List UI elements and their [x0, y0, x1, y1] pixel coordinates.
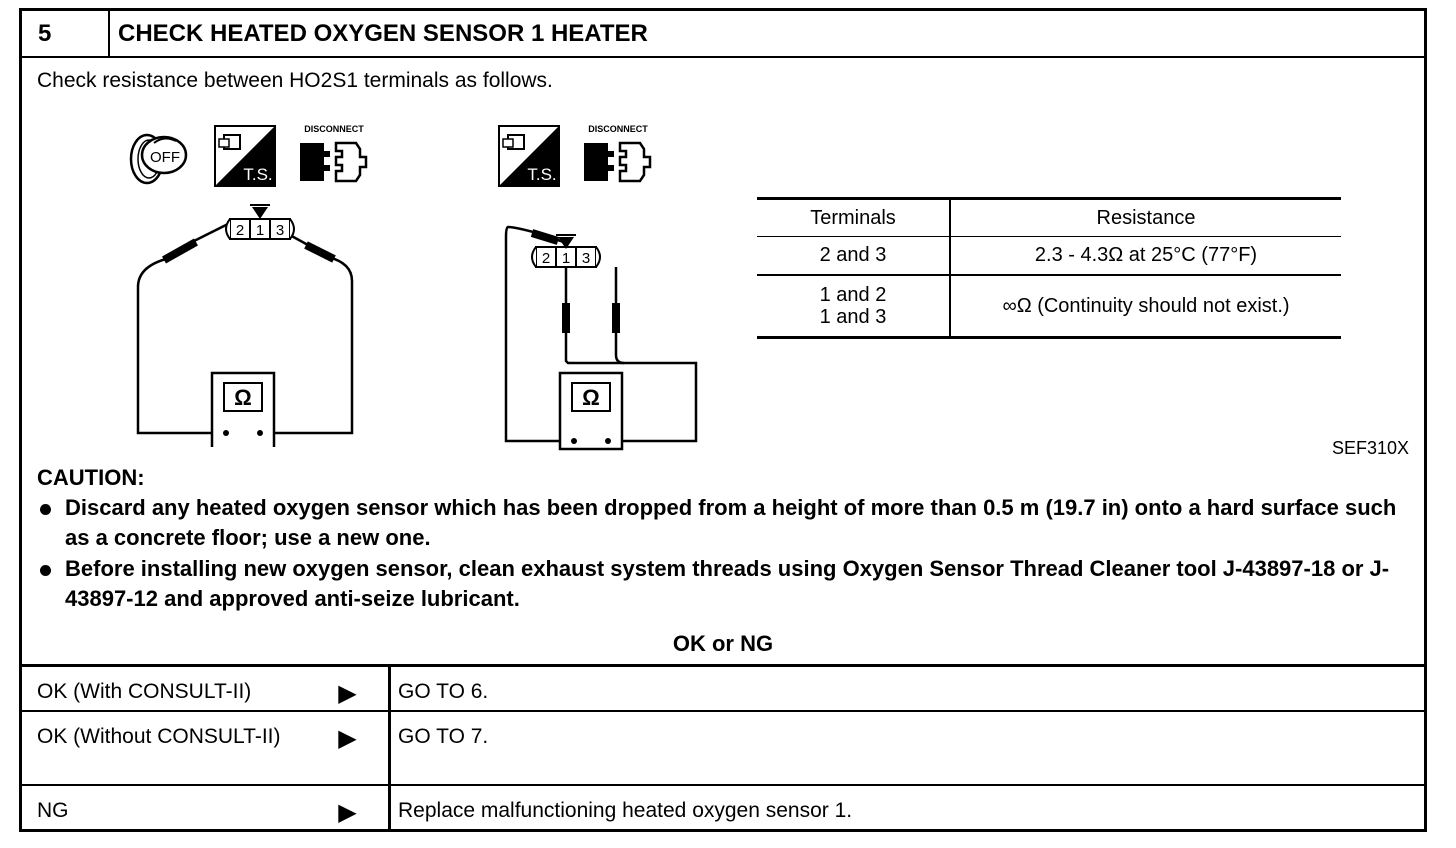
result-row: OK (Without CONSULT-II) ▶ GO TO 7.	[22, 712, 1424, 786]
ohm-symbol-2: Ω	[582, 385, 600, 410]
disconnect-connector-icon-2: DISCONNECT	[584, 124, 652, 183]
resistance-cell: 2.3 - 4.3Ω at 25°C (77°F)	[1034, 244, 1258, 266]
bullet-icon	[40, 504, 51, 515]
probe-top	[530, 229, 560, 245]
result-condition: NG	[37, 799, 69, 822]
caution-title: CAUTION:	[37, 465, 145, 490]
terminal-label: 1	[256, 222, 264, 239]
measurement-diagram-right: 2 1 3 Ω	[504, 225, 698, 451]
table-row: 2 and 3 2.3 - 4.3Ω at 25°C (77°F)	[757, 237, 1341, 276]
terminal-label: 2	[236, 222, 244, 239]
results-table: OK (With CONSULT-II) ▶ GO TO 6. OK (With…	[22, 664, 1424, 831]
ts-label: T.S.	[243, 165, 272, 184]
result-condition: OK (With CONSULT-II)	[37, 680, 252, 703]
ohm-symbol: Ω	[234, 385, 252, 410]
arrow-right-icon: ▶	[307, 786, 391, 831]
verdict-heading: OK or NG	[672, 631, 774, 656]
figure-code: SEF310X	[1331, 438, 1409, 458]
instruction-text: Check resistance between HO2S1 terminals…	[37, 69, 553, 92]
step-title: CHECK HEATED OXYGEN SENSOR 1 HEATER	[118, 20, 648, 47]
table-row: 1 and 2 1 and 3 ∞Ω (Continuity should no…	[757, 276, 1341, 339]
measurement-diagram-left: 2 1 3 Ω	[136, 204, 354, 447]
ignition-label: OFF	[150, 149, 180, 166]
caution-item: Discard any heated oxygen sensor which h…	[37, 493, 1407, 553]
procedure-frame: 5 CHECK HEATED OXYGEN SENSOR 1 HEATER Ch…	[19, 8, 1427, 832]
probe-right	[304, 241, 336, 263]
caution-item: Before installing new oxygen sensor, cle…	[37, 554, 1407, 614]
result-action: Replace malfunctioning heated oxygen sen…	[398, 799, 853, 822]
caution-list: Discard any heated oxygen sensor which h…	[37, 493, 1407, 615]
arrow-right-icon: ▶	[307, 667, 391, 710]
terminal-label: 2	[542, 250, 550, 267]
test-service-icon: T.S.	[214, 125, 276, 187]
step-number: 5	[22, 11, 110, 56]
caution-text: Before installing new oxygen sensor, cle…	[65, 556, 1390, 611]
resistance-header: Resistance	[1096, 207, 1196, 229]
ohmmeter-2: Ω	[558, 371, 624, 451]
disconnect-label: DISCONNECT	[304, 124, 364, 134]
terminal-label: 3	[582, 250, 590, 267]
terminal-label: 1	[562, 250, 570, 267]
result-row: NG ▶ Replace malfunctioning heated oxyge…	[22, 786, 1424, 831]
result-condition: OK (Without CONSULT-II)	[37, 725, 281, 748]
bullet-icon	[40, 565, 51, 576]
ignition-off-key-icon: OFF	[129, 133, 188, 185]
arrow-right-icon: ▶	[307, 712, 391, 784]
result-action: GO TO 6.	[398, 680, 489, 703]
terminals-header: Terminals	[757, 200, 951, 236]
connector: 2 1 3	[225, 204, 295, 240]
step-header: 5 CHECK HEATED OXYGEN SENSOR 1 HEATER	[22, 11, 1424, 58]
terminals-pair: 1 and 2	[819, 284, 887, 306]
ts-label-2: T.S.	[527, 165, 556, 184]
ohmmeter: Ω	[210, 371, 276, 447]
terminals-cell: 1 and 2 1 and 3	[757, 276, 951, 336]
resistance-cell: ∞Ω (Continuity should not exist.)	[1002, 294, 1290, 317]
disconnect-label-2: DISCONNECT	[588, 124, 648, 134]
terminals-cell: 2 and 3	[757, 237, 951, 274]
terminals-pair: 1 and 3	[819, 306, 887, 328]
disconnect-connector-icon: DISCONNECT	[300, 124, 368, 183]
terminal-label: 3	[276, 222, 284, 239]
table-header-row: Terminals Resistance	[757, 197, 1341, 237]
probe-left	[162, 238, 198, 264]
result-action: GO TO 7.	[398, 725, 489, 748]
result-row: OK (With CONSULT-II) ▶ GO TO 6.	[22, 667, 1424, 712]
resistance-table: Terminals Resistance 2 and 3 2.3 - 4.3Ω …	[757, 197, 1341, 339]
caution-text: Discard any heated oxygen sensor which h…	[65, 495, 1397, 550]
test-service-icon-2: T.S.	[498, 125, 560, 187]
